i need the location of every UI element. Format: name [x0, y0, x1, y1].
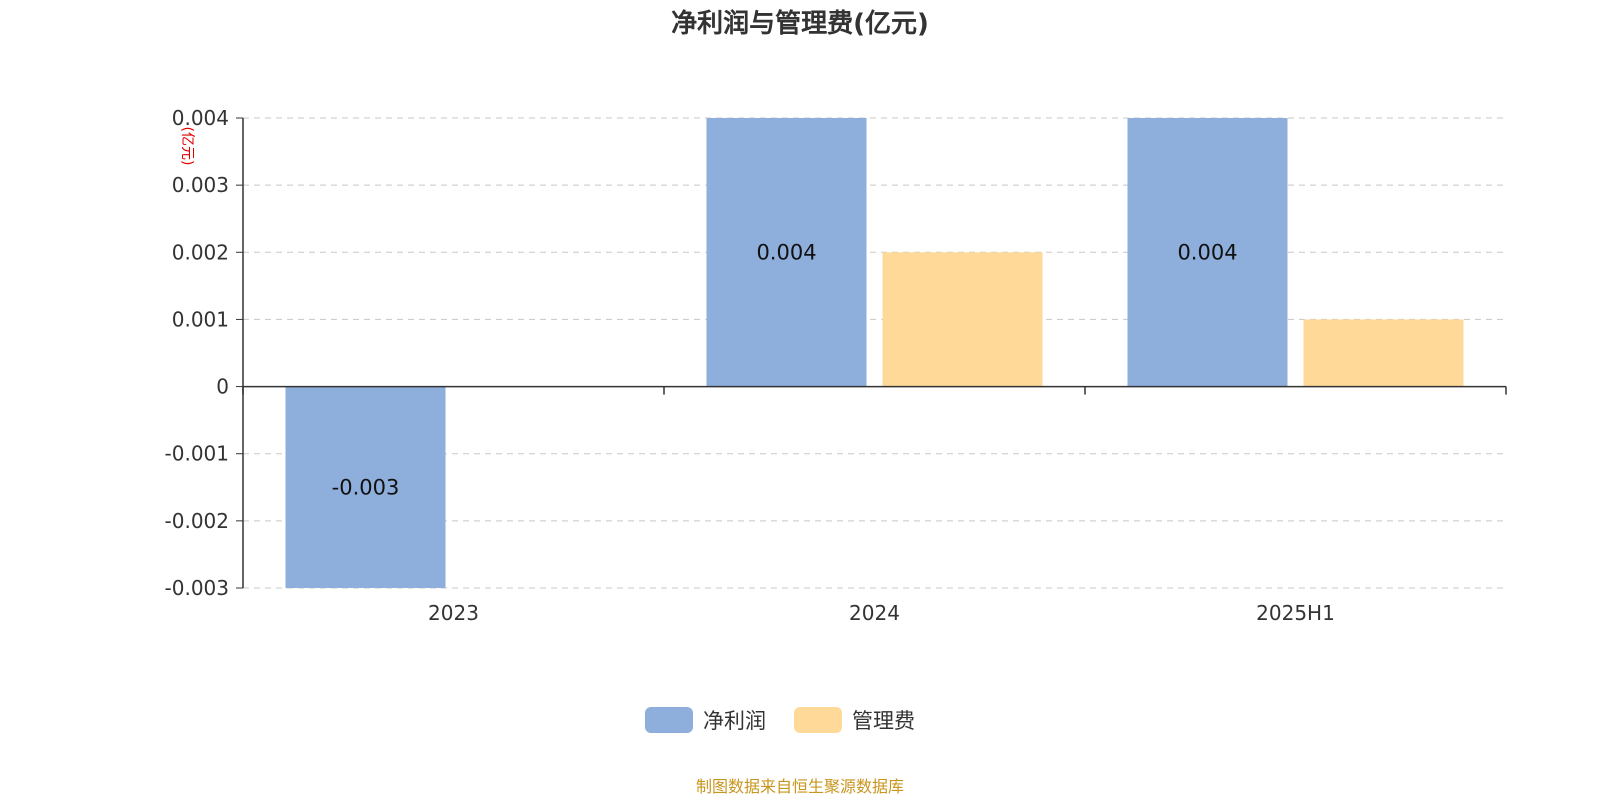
- bars: [285, 118, 1464, 588]
- data-label: 0.004: [756, 240, 816, 264]
- bar-management-fee-2024: [882, 252, 1043, 387]
- legend-swatch-management-fee[interactable]: [794, 707, 842, 733]
- y-tick-label: 0.002: [172, 240, 229, 264]
- x-tick-label: 2025H1: [1256, 601, 1335, 625]
- y-tick-label: -0.001: [165, 442, 229, 466]
- bar-management-fee-2025H1: [1303, 319, 1464, 387]
- y-tick-label: 0: [216, 375, 229, 399]
- legend-swatch-net-profit[interactable]: [645, 707, 693, 733]
- bar-net-profit-2025H1: [1127, 118, 1288, 387]
- chart-title: 净利润与管理费(亿元): [671, 8, 929, 39]
- y-tick-label: -0.002: [165, 509, 229, 533]
- data-label: 0.004: [1177, 240, 1237, 264]
- source-note: 制图数据来自恒生聚源数据库: [696, 777, 904, 796]
- axes: 0.004 0.003 0.002 0.001 0 -0.001 -0.002 -0.003 2…: [165, 106, 1507, 625]
- legend: 净利润 管理费: [645, 707, 915, 733]
- x-tick-label: 2023: [428, 601, 479, 625]
- bar-net-profit-2023: [285, 386, 446, 588]
- y-axis-unit-label: (亿元): [179, 127, 195, 166]
- data-label: -0.003: [332, 475, 400, 499]
- y-tick-label: 0.001: [172, 307, 229, 331]
- grid-lines: [243, 117, 1506, 589]
- y-tick-label: 0.003: [172, 173, 229, 197]
- x-tick-label: 2024: [849, 601, 900, 625]
- bar-net-profit-2024: [706, 118, 867, 387]
- y-tick-label: -0.003: [165, 576, 229, 600]
- legend-label-management-fee[interactable]: 管理费: [852, 709, 915, 733]
- y-tick-label: 0.004: [172, 106, 229, 130]
- data-labels: -0.003 0.004 0.004: [332, 240, 1238, 499]
- legend-label-net-profit[interactable]: 净利润: [703, 709, 766, 733]
